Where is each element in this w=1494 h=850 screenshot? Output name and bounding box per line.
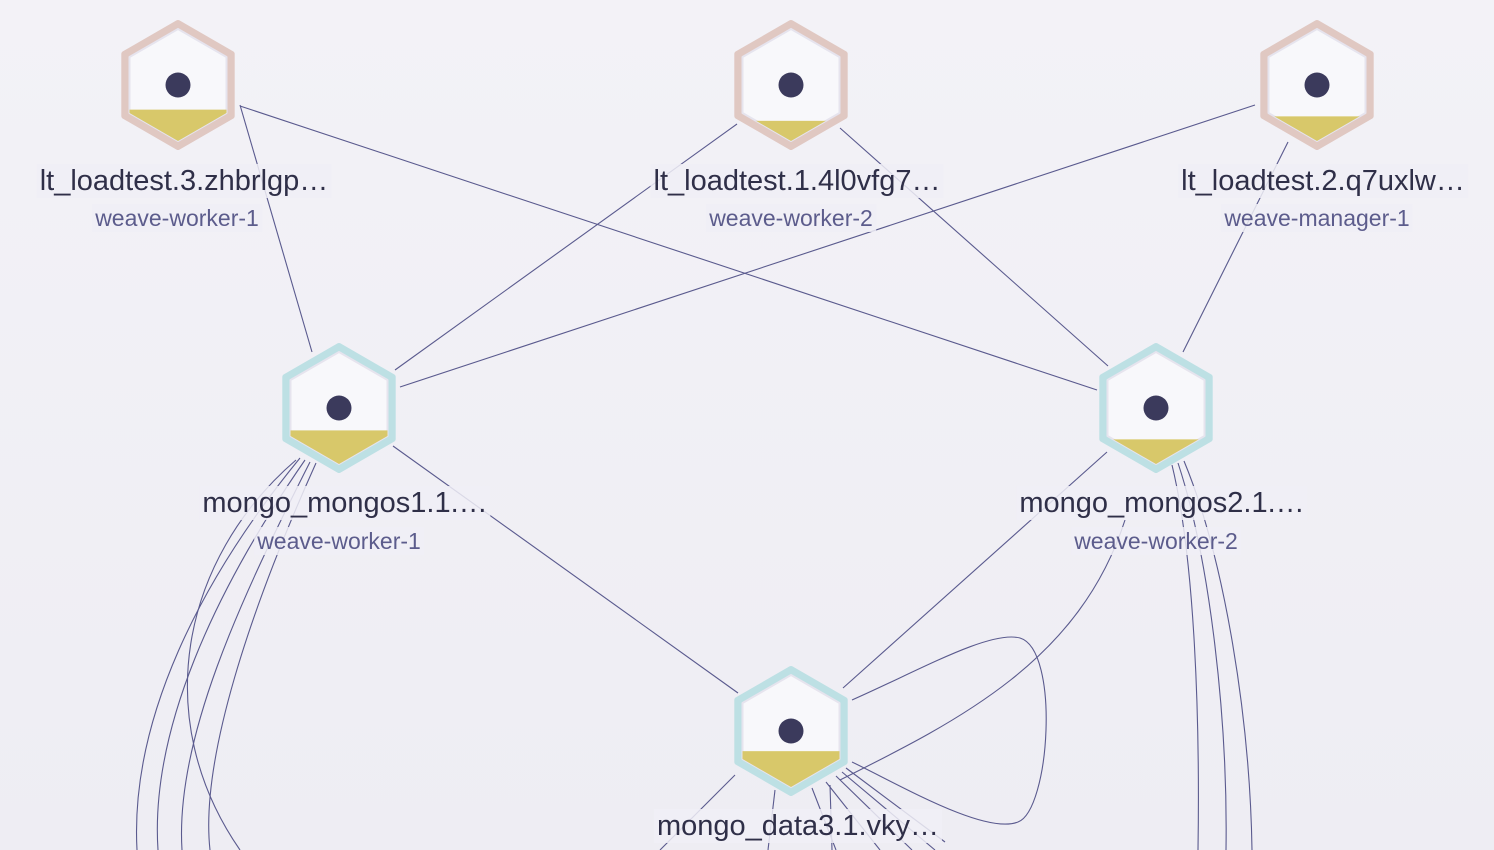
edge-n6-n5-curve — [839, 519, 1126, 781]
node-center-dot-icon — [778, 72, 804, 98]
node-label-lt-loadtest-2: lt_loadtest.2.q7uxlw… — [1178, 164, 1468, 198]
edge-n4-n6 — [392, 445, 739, 694]
node-host-mongo-mongos2: weave-worker-2 — [1071, 527, 1241, 555]
node-center-dot-icon — [778, 718, 804, 744]
node-label-mongo-mongos1: mongo_mongos1.1.… — [199, 486, 491, 520]
edge-n3-n4 — [399, 104, 1256, 388]
edge-n1-n5 — [239, 105, 1098, 391]
node-center-dot-icon — [165, 72, 191, 98]
graph-nodes — [118, 20, 1377, 796]
node-n4[interactable] — [279, 343, 399, 473]
node-center-dot-icon — [1304, 72, 1330, 98]
node-center-dot-icon — [326, 395, 352, 421]
node-host-lt-loadtest-1: weave-worker-2 — [706, 204, 876, 232]
node-label-mongo-mongos2: mongo_mongos2.1.… — [1016, 486, 1308, 520]
node-n2[interactable] — [731, 20, 851, 150]
node-label-lt-loadtest-1: lt_loadtest.1.4l0vfg7… — [650, 164, 944, 198]
node-label-lt-loadtest-3: lt_loadtest.3.zhbrlgp… — [36, 164, 332, 198]
edge-n5-out-2 — [1177, 462, 1227, 850]
edge-n1-n4 — [239, 104, 313, 353]
edge-n4-out-4 — [208, 462, 317, 850]
edge-n2-n4 — [394, 123, 738, 371]
edge-n6-self-loop — [851, 636, 1047, 825]
node-host-lt-loadtest-2: weave-manager-1 — [1221, 204, 1413, 232]
node-center-dot-icon — [1143, 395, 1169, 421]
node-n1[interactable] — [118, 20, 238, 150]
node-n5[interactable] — [1096, 343, 1216, 473]
node-label-mongo-data3: mongo_data3.1.vky… — [653, 809, 943, 843]
node-n3[interactable] — [1257, 20, 1377, 150]
node-host-mongo-mongos1: weave-worker-1 — [254, 527, 424, 555]
node-host-lt-loadtest-3: weave-worker-1 — [92, 204, 262, 232]
node-n6[interactable] — [731, 666, 851, 796]
